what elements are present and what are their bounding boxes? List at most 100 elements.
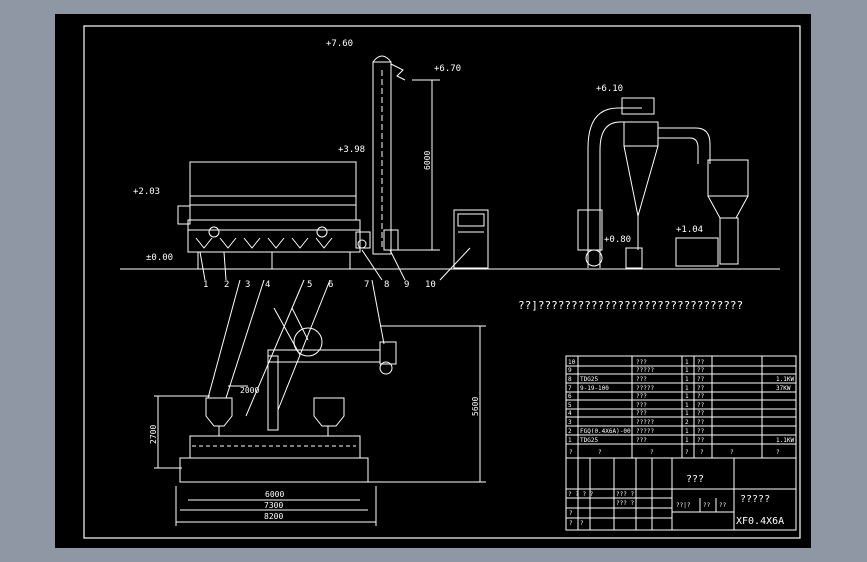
title-block [565,457,797,531]
bom-rem-8: ?? [697,376,705,383]
dim-8200: 8200 [264,512,283,521]
plan-view [179,307,397,483]
bom-header-3: ? [685,449,689,456]
dimension-labels: 6000 2000 2700 5600 6000 7300 8200 [149,151,480,521]
bom-no-3: 3 [568,419,572,426]
bom-header-2: ? [650,449,654,456]
callout-7: 7 [364,280,369,290]
bom-qty-5: 1 [685,402,689,409]
title-small-1: ??? ? [616,491,634,498]
elevation-104: +1.04 [676,225,703,235]
bom-qty-4: 1 [685,410,689,417]
title-name: ????? [740,494,770,505]
title-small-5: ? [580,520,584,527]
bom-rem-3: ?? [697,419,705,426]
bom-qty-1: 1 [685,437,689,444]
callout-8: 8 [384,280,389,290]
bom-name-1: ??? [636,437,647,444]
dim-6000-vertical: 6000 [423,151,432,170]
bom-name-7: ????? [636,385,654,392]
callout-9: 9 [404,280,409,290]
bom-no-5: 5 [568,402,572,409]
callout-6: 6 [328,280,333,290]
title-stage: ??|? [676,502,691,509]
drawing-note: ??]??????????????????????????????? [518,299,743,312]
dim-2700: 2700 [149,425,158,444]
bom-no-7: 7 [568,385,572,392]
title-block-text: ??? ????? XF0.4X6A ??|? ?? ?? ? ? ? ? ??… [568,474,784,527]
bom-name-3: ????? [636,419,654,426]
bom-name-2: ????? [636,428,654,435]
bom-qty-2: 1 [685,428,689,435]
bom-qty-3: 2 [685,419,689,426]
bom-extra-8: 1.1KW [776,376,794,383]
callout-3: 3 [245,280,250,290]
callout-leaders [199,247,471,417]
bom-rem-10: ?? [697,359,705,366]
bom-no-2: 2 [568,428,572,435]
bom-qty-9: 1 [685,367,689,374]
bom-rem-4: ?? [697,410,705,417]
elevation-080: +0.80 [604,235,631,245]
drawing-number: XF0.4X6A [736,516,784,527]
elevation-000: ±0.00 [146,253,173,263]
bucket-elevator [357,55,406,255]
bom-header-0: ? [569,449,573,456]
bom-no-4: 4 [568,410,572,417]
title-company: ??? [686,474,704,485]
bom-rem-5: ?? [697,402,705,409]
callout-numbers: 1 2 3 4 5 6 7 8 9 10 [203,280,436,290]
control-cabinet [453,209,489,269]
bom-no-1: 1 [568,437,572,444]
bom-rem-1: ?? [697,437,705,444]
bom-header-5: ? [730,449,734,456]
callout-2: 2 [224,280,229,290]
elevation-398: +3.98 [338,145,365,155]
bom-text: 10 ??? 1 ?? 9 ????? 1 ?? 8 TDG25 ??? 1 ?… [568,359,794,456]
bom-name-6: ??? [636,393,647,400]
dim-6000-horizontal: 6000 [265,490,284,499]
bom-qty-10: 1 [685,359,689,366]
bom-extra-7: 37KW [776,385,791,392]
elevation-610: +6.10 [596,84,623,94]
bom-code-7: 9-19-100 [580,385,609,392]
bom-code-8: TDG25 [580,376,598,383]
cyclone-separator-section [577,97,749,269]
bom-code-1: TDG25 [580,437,598,444]
bom-code-2: FGQ(0.4X6A)-00 [580,428,631,435]
dim-5600: 5600 [471,397,480,416]
elevation-670: +6.70 [434,64,461,74]
elevation-760: +7.60 [326,39,353,49]
bom-header-1: ? [598,449,602,456]
fluid-bed-dryer-elevation [177,161,371,269]
bom-name-5: ??? [636,402,647,409]
callout-1: 1 [203,280,208,290]
title-small-0: ? ? ? ? [568,491,594,498]
callout-4: 4 [265,280,270,290]
callout-10: 10 [425,280,436,290]
bom-name-9: ????? [636,367,654,374]
title-sheet-1: ?? [703,502,711,509]
elevation-labels: +7.60 +6.70 +3.98 +2.03 ±0.00 +6.10 +0.8… [133,39,703,263]
bom-rem-7: ?? [697,385,705,392]
bom-header-6: ? [776,449,780,456]
dim-7300: 7300 [264,501,283,510]
bom-no-8: 8 [568,376,572,383]
bom-extra-1: 1.1KW [776,437,794,444]
bom-qty-8: 1 [685,376,689,383]
callout-5: 5 [307,280,312,290]
bom-no-6: 6 [568,393,572,400]
title-sheet-2: ?? [719,502,727,509]
title-small-2: ??? ? [616,500,634,507]
bom-table [565,355,797,459]
bom-rem-6: ?? [697,393,705,400]
title-small-3: ? [569,510,573,517]
bom-qty-6: 1 [685,393,689,400]
bom-name-10: ??? [636,359,647,366]
dim-2000: 2000 [240,386,259,395]
bom-no-9: 9 [568,367,572,374]
elevation-203: +2.03 [133,187,160,197]
sheet-background [55,14,811,548]
title-small-4: ? [569,520,573,527]
